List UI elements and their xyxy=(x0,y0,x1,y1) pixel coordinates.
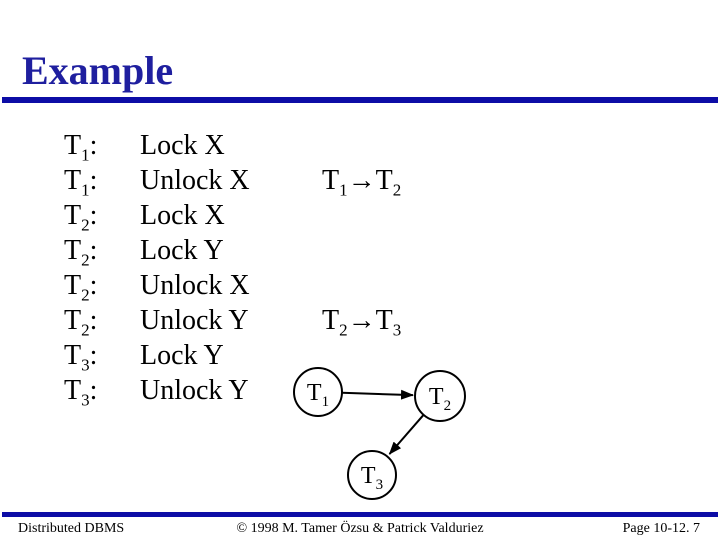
schedule-row: T3: Lock Y xyxy=(64,338,250,375)
lock-action: Lock X xyxy=(140,200,225,231)
graph-node-t3 xyxy=(347,450,397,500)
schedule-row: T2: Unlock Y xyxy=(64,303,250,340)
dependency-t2-t3: T2→T3 xyxy=(322,305,402,340)
lock-action: Lock Y xyxy=(140,340,224,371)
lock-action: Unlock X xyxy=(140,270,250,301)
transaction-label: T2: xyxy=(64,270,98,305)
graph-node-t1-label: T1 xyxy=(307,380,329,410)
transaction-label: T3: xyxy=(64,340,98,375)
dependency-arrow: → xyxy=(347,165,376,196)
dependency-arrow: → xyxy=(347,305,376,336)
graph-node-t3-label: T3 xyxy=(361,463,383,493)
footer-page-number: Page 10-12. 7 xyxy=(622,521,700,536)
schedule-row: T1: Lock X xyxy=(64,128,250,165)
schedule-row: T1: Unlock X xyxy=(64,163,250,200)
schedule-row: T2: Lock X xyxy=(64,198,250,235)
schedule-row: T2: Unlock X xyxy=(64,268,250,305)
graph-edge-t2-t3 xyxy=(388,414,425,455)
graph-node-t2-label: T2 xyxy=(429,384,451,414)
lock-action: Unlock Y xyxy=(140,305,249,336)
lock-action: Lock Y xyxy=(140,235,224,266)
footer-divider xyxy=(2,512,718,517)
graph-edge-t1-t2 xyxy=(341,389,414,400)
page-title: Example xyxy=(22,48,174,93)
transaction-label: T2: xyxy=(64,235,98,270)
lock-action: Unlock X xyxy=(140,165,250,196)
precedence-graph: T1 T2 T3 xyxy=(293,367,466,500)
lock-action: Unlock Y xyxy=(140,375,249,406)
title-divider xyxy=(2,97,718,103)
transaction-label: T3: xyxy=(64,375,98,410)
transaction-label: T1: xyxy=(64,130,98,165)
footer-copyright: © 1998 M. Tamer Özsu & Patrick Valduriez xyxy=(236,521,484,536)
schedule-row: T2: Lock Y xyxy=(64,233,250,270)
graph-node-t1 xyxy=(293,367,343,417)
lock-action: Lock X xyxy=(140,130,225,161)
footer-book-title: Distributed DBMS xyxy=(18,521,125,536)
transaction-label: T2: xyxy=(64,305,98,340)
schedule-row: T3: Unlock Y xyxy=(64,373,250,410)
lock-schedule-list: T1: Lock X T1: Unlock X T2: Lock X T2: L… xyxy=(64,128,250,410)
graph-node-t2 xyxy=(414,370,466,422)
transaction-label: T1: xyxy=(64,165,98,200)
transaction-label: T2: xyxy=(64,200,98,235)
dependency-t1-t2: T1→T2 xyxy=(322,165,402,200)
